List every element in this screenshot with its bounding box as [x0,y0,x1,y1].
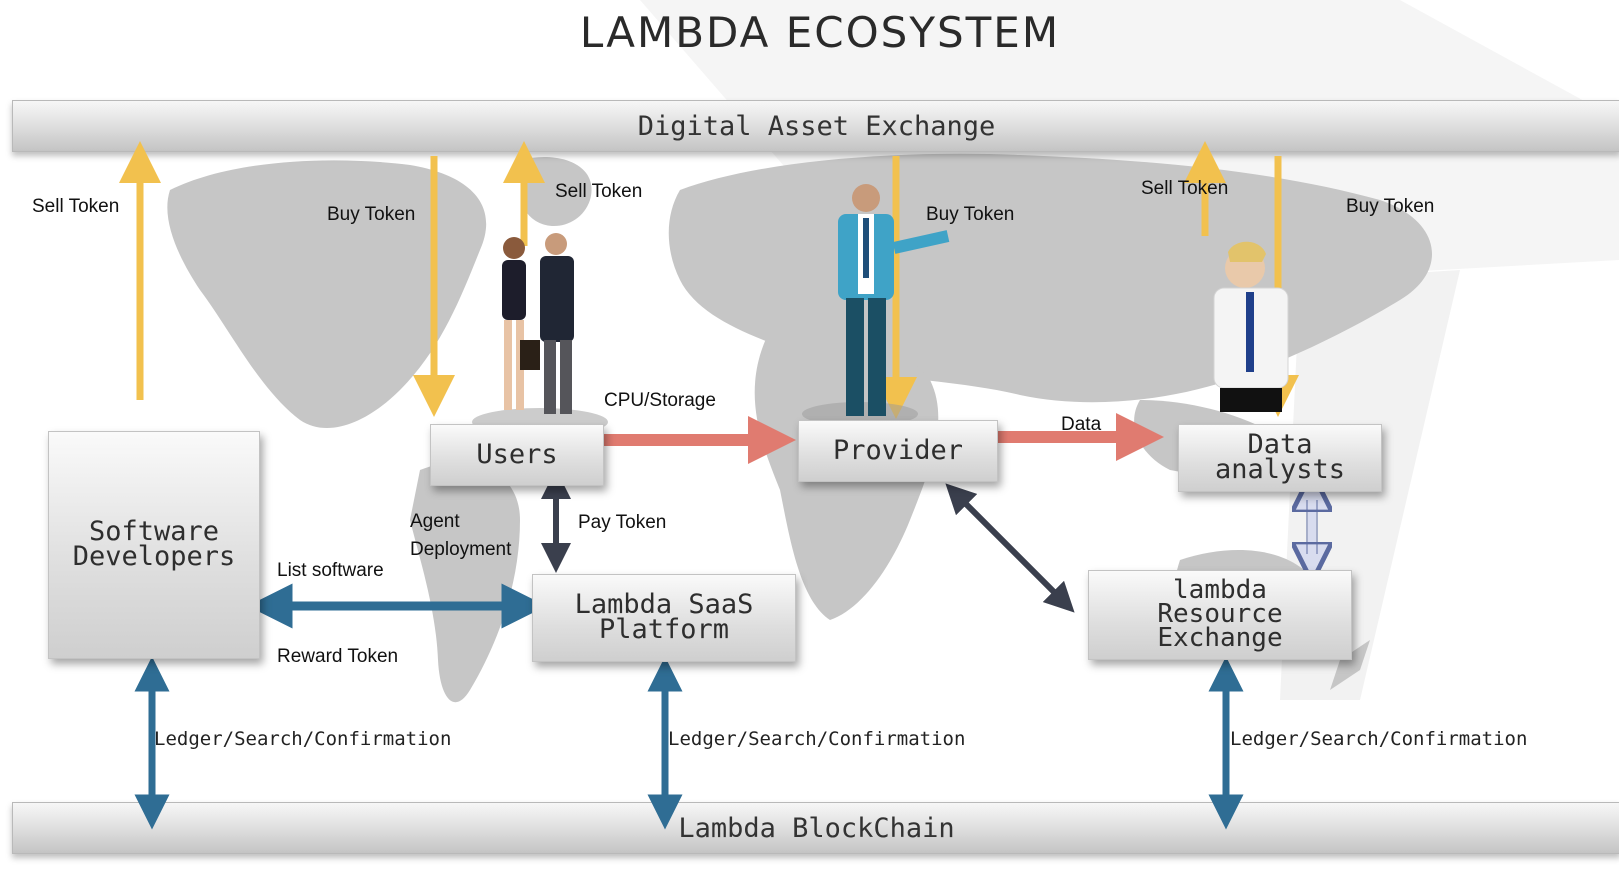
data-label: Data [1061,414,1102,435]
buy-token-label-1: Buy Token [327,204,416,225]
users-box[interactable]: Users [430,424,604,486]
sell-token-label-3: Sell Token [1141,178,1229,199]
reward-token-label: Reward Token [277,646,399,667]
agent-deployment-label: Agent Deployment [410,511,512,560]
businesswoman-figure [502,237,540,410]
buy-token-label-2: Buy Token [926,204,1015,225]
sell-token-label-2: Sell Token [555,181,643,202]
diagram-title: LAMBDA ECOSYSTEM [579,8,1061,57]
pay-token-label: Pay Token [578,512,667,533]
provider-exchange-arrow [945,483,1075,613]
ledger-label-1: Ledger/Search/Confirmation [154,728,452,750]
analyst-man-figure [1213,241,1289,412]
lambda-saas-platform-box[interactable]: Lambda SaaS Platform [532,574,796,662]
sell-token-label-1: Sell Token [32,196,120,217]
lambda-resource-exchange-box[interactable]: lambda Resource Exchange [1088,570,1352,660]
buy-token-label-3: Buy Token [1346,196,1435,217]
cpu-storage-label: CPU/Storage [604,390,716,411]
list-software-label: List software [277,560,384,581]
lambda-blockchain-bar[interactable]: Lambda BlockChain [12,802,1619,854]
provider-box[interactable]: Provider [798,420,998,482]
provider-man-figure [838,184,950,416]
map-new-zealand [1330,640,1370,690]
businessman-figure [540,233,574,414]
data-analysts-box[interactable]: Data analysts [1178,424,1382,492]
map-south-america [410,462,520,703]
digital-asset-exchange-bar[interactable]: Digital Asset Exchange [12,100,1619,152]
ledger-label-2: Ledger/Search/Confirmation [668,728,966,750]
ledger-label-3: Ledger/Search/Confirmation [1230,728,1528,750]
software-developers-box[interactable]: Software Developers [48,431,260,659]
map-north-america [167,160,487,429]
